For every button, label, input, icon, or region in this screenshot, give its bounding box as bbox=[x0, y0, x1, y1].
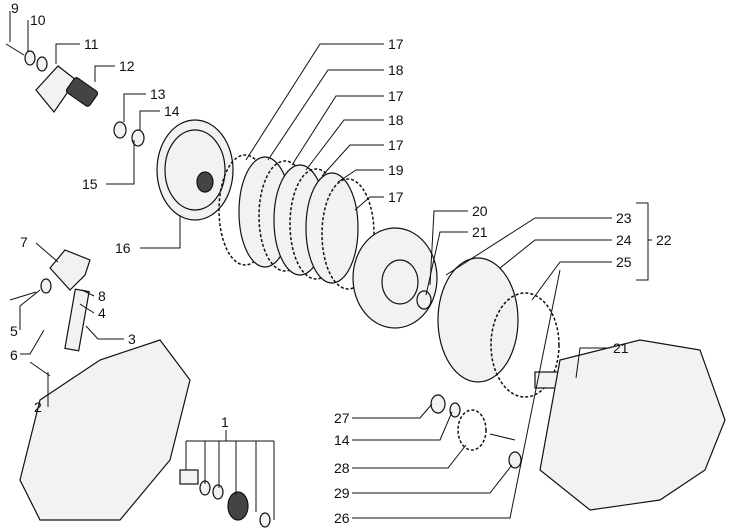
left-cover-and-lever bbox=[9, 249, 191, 521]
callout-10: 10 bbox=[30, 12, 46, 28]
callout-25: 25 bbox=[616, 254, 632, 270]
callout-4: 4 bbox=[98, 305, 106, 321]
callout-14: 14 bbox=[334, 432, 350, 448]
callout-17: 17 bbox=[388, 88, 404, 104]
callout-22: 22 bbox=[656, 232, 672, 248]
callout-26: 26 bbox=[334, 510, 350, 526]
leader-lines bbox=[9, 11, 652, 520]
clutch-cover-small-parts bbox=[5, 43, 145, 147]
callout-20: 20 bbox=[472, 203, 488, 219]
part-1-group bbox=[179, 469, 271, 528]
pressure-plate bbox=[156, 119, 234, 221]
callout-2: 2 bbox=[34, 399, 42, 415]
callout-13: 13 bbox=[150, 86, 166, 102]
clutch-hub bbox=[352, 227, 438, 329]
callout-18: 18 bbox=[388, 112, 404, 128]
callout-17: 17 bbox=[388, 36, 404, 52]
callout-1: 1 bbox=[221, 414, 229, 430]
callout-19: 19 bbox=[388, 162, 404, 178]
callout-29: 29 bbox=[334, 485, 350, 501]
callout-18: 18 bbox=[388, 62, 404, 78]
clutch-housing bbox=[437, 257, 564, 398]
callout-15: 15 bbox=[82, 176, 98, 192]
callout-27: 27 bbox=[334, 410, 350, 426]
clutch-disc-stack bbox=[218, 154, 375, 290]
callout-5: 5 bbox=[10, 323, 18, 339]
callout-16: 16 bbox=[115, 240, 131, 256]
callout-21: 21 bbox=[613, 340, 629, 356]
callout-8: 8 bbox=[98, 288, 106, 304]
callout-labels: 9 10 11 12 13 14 15 16 7 8 4 3 5 6 2 1 1… bbox=[10, 0, 672, 526]
right-crankcase bbox=[539, 339, 726, 511]
callout-23: 23 bbox=[616, 210, 632, 226]
callout-28: 28 bbox=[334, 460, 350, 476]
callout-24: 24 bbox=[616, 232, 632, 248]
callout-17: 17 bbox=[388, 189, 404, 205]
callout-17: 17 bbox=[388, 137, 404, 153]
callout-14: 14 bbox=[164, 103, 180, 119]
callout-6: 6 bbox=[10, 347, 18, 363]
callout-11: 11 bbox=[84, 36, 99, 52]
callout-9: 9 bbox=[11, 0, 19, 16]
callout-12: 12 bbox=[119, 58, 135, 74]
callout-3: 3 bbox=[128, 331, 136, 347]
callout-21: 21 bbox=[472, 224, 488, 240]
callout-7: 7 bbox=[20, 234, 28, 250]
